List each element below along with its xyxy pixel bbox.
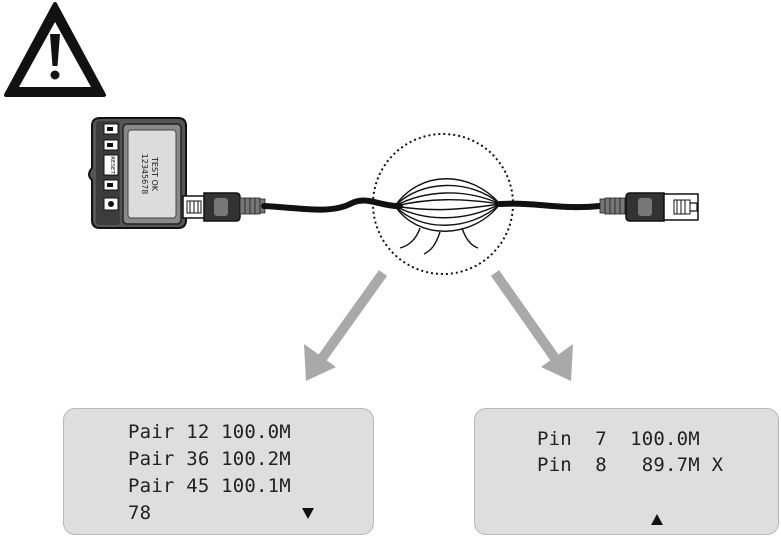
scroll-down-arrow-icon	[302, 508, 314, 519]
lcd-line-pair-12: Pair 12 100.0M	[128, 421, 291, 443]
magnified-wires-icon	[372, 133, 514, 275]
pointer-arrow-left	[304, 270, 388, 381]
lcd-line-pair-78: 78	[128, 502, 152, 524]
cable-tester-icon: RESET TEST OK 12345678	[88, 117, 187, 229]
lcd-line-pin-8: Pin 8 89.7M X	[537, 454, 724, 476]
scroll-up-arrow-icon	[651, 514, 663, 525]
warning-triangle-icon	[4, 2, 106, 97]
tester-screen-line2: 12345678	[140, 154, 149, 195]
lcd-display-pairs: Pair 12 100.0M Pair 36 100.2M Pair 45 10…	[63, 408, 374, 535]
tester-plug-icon	[182, 192, 266, 222]
lcd-display-pins: Pin 7 100.0M Pin 8 89.7M X	[474, 408, 779, 535]
lcd-line-pin-7: Pin 7 100.0M	[537, 428, 700, 450]
rj45-plug-icon	[599, 192, 699, 222]
tester-screen-line1: TEST OK	[150, 156, 159, 192]
lcd-line-pair-45: Pair 45 100.1M	[128, 475, 291, 497]
lcd-line-pair-36: Pair 36 100.2M	[128, 448, 291, 470]
pointer-arrow-right	[490, 270, 573, 381]
tester-reset-label: RESET	[109, 156, 115, 174]
network-cable-icon	[261, 197, 403, 213]
